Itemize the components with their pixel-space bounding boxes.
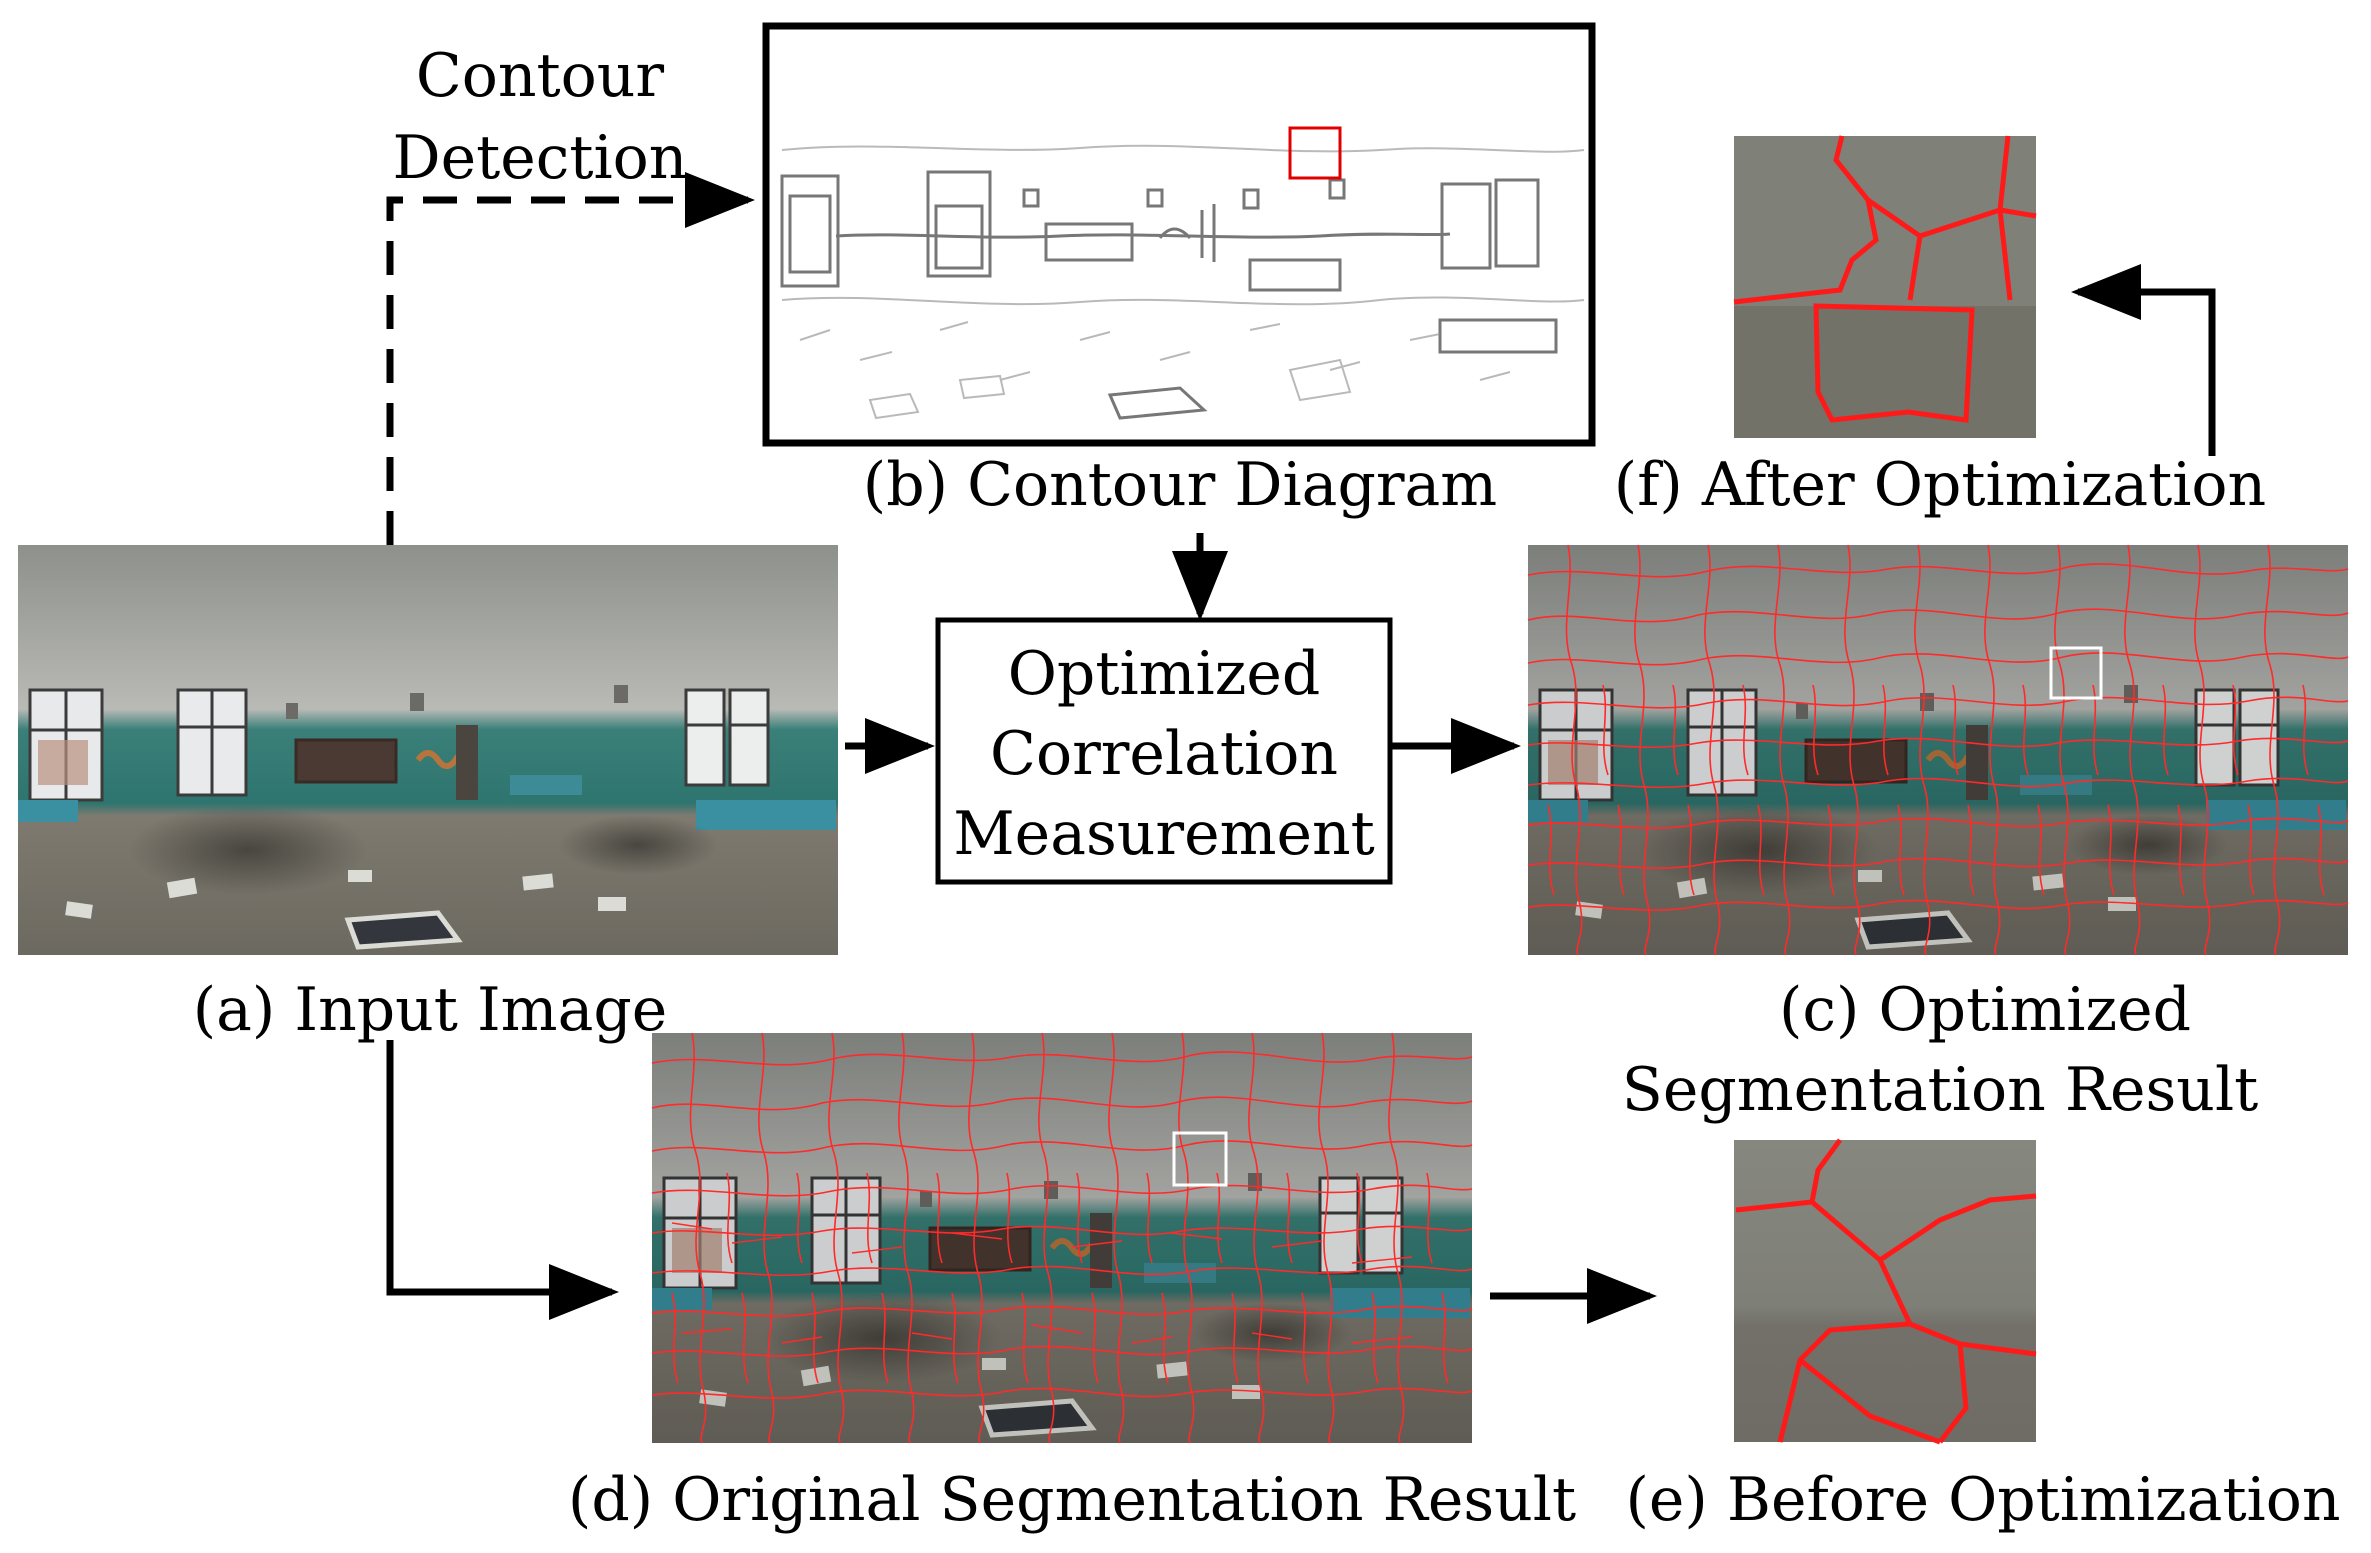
- process-box: Optimized Correlation Measurement: [935, 617, 1393, 885]
- contour-detection-dashed-arrow: [386, 172, 755, 545]
- panel-c-caption-line2: Segmentation Result: [1622, 1055, 2259, 1125]
- panel-f-caption: (f) After Optimization: [1614, 450, 2266, 520]
- c-to-f-arrow: [2071, 264, 2216, 456]
- after-optimization-crop: [1733, 135, 2037, 438]
- process-box-line2: Correlation: [990, 719, 1338, 789]
- input-to-original-arrow: [386, 1040, 619, 1320]
- panel-e-caption: (e) Before Optimization: [1625, 1465, 2340, 1535]
- before-optimization-crop: [1734, 1138, 2037, 1445]
- contour-roi-box: [1288, 126, 1342, 180]
- contour-detection-label-line2: Detection: [393, 123, 688, 193]
- optimized-roi-box: [2049, 646, 2103, 700]
- original-roi-box: [1172, 1131, 1228, 1187]
- panel-c-caption-line1: (c) Optimized: [1779, 975, 2191, 1045]
- input-image: [18, 545, 838, 955]
- contour-detection-label-line1: Contour: [416, 41, 665, 111]
- panel-b-caption: (b) Contour Diagram: [863, 450, 1497, 520]
- process-box-line3: Measurement: [953, 799, 1375, 869]
- optimized-segmentation-image: [1528, 545, 2348, 955]
- original-segmentation-image: [652, 1033, 1472, 1443]
- panel-d-caption: (d) Original Segmentation Result: [568, 1465, 1576, 1535]
- process-box-line1: Optimized: [1008, 639, 1321, 709]
- contour-diagram-panel: [762, 22, 1596, 447]
- panel-a-caption: (a) Input Image: [193, 975, 668, 1045]
